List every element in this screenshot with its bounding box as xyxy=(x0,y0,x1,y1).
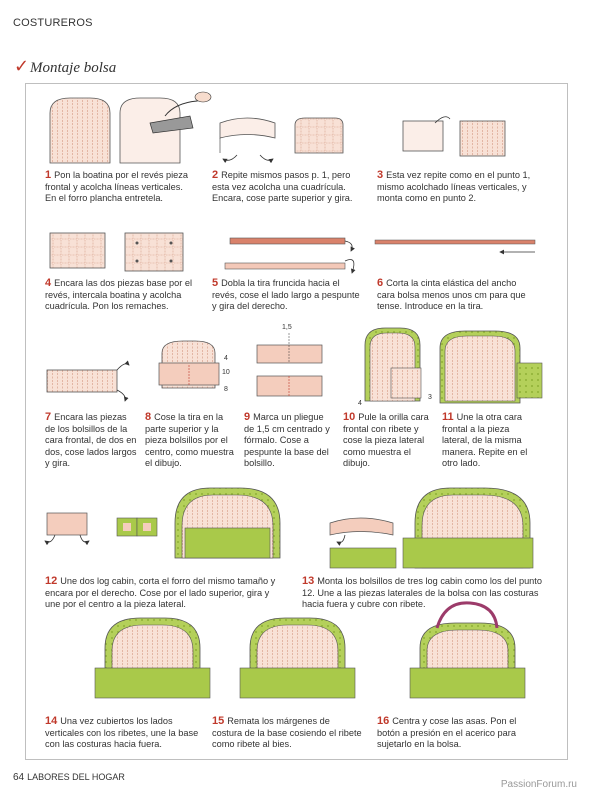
step11-art xyxy=(439,330,543,404)
step7-art xyxy=(46,360,130,402)
step1-art xyxy=(49,91,212,164)
step4-art xyxy=(49,232,184,272)
section-label: COSTUREROS xyxy=(13,17,93,29)
measure-4a: 4 xyxy=(224,355,228,362)
step6-art xyxy=(374,239,536,255)
step14-art xyxy=(94,617,211,699)
measure-15: 1,5 xyxy=(282,324,292,331)
watermark: PassionForum.ru xyxy=(500,779,577,790)
measure-3: 3 xyxy=(428,394,432,401)
step15-art xyxy=(239,617,356,699)
page-title: Montaje bolsa xyxy=(30,60,117,76)
page-number: 64 xyxy=(13,772,25,783)
measure-8: 8 xyxy=(224,386,228,393)
illustrations: 4 10 8 1,5 4 3 xyxy=(44,91,543,699)
step3-art xyxy=(402,116,506,157)
step13-art xyxy=(329,487,534,569)
magazine-name: LABORES DEL HOGAR xyxy=(27,772,125,782)
step2-art xyxy=(219,117,344,164)
check-icon: ✓ xyxy=(14,56,30,77)
step10-art xyxy=(364,327,422,402)
measure-10: 10 xyxy=(222,369,230,376)
measure-4b: 4 xyxy=(358,400,362,407)
step9-art xyxy=(256,333,323,397)
iron-icon xyxy=(149,91,212,134)
step16-art xyxy=(409,601,526,699)
step5-art xyxy=(224,237,356,274)
step8-art xyxy=(158,340,220,389)
step12-art xyxy=(44,487,281,559)
